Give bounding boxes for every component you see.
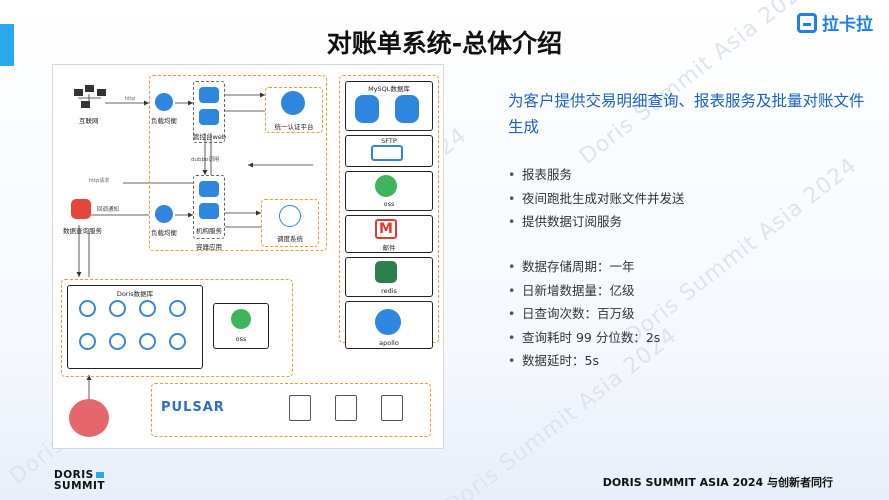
list-item: 数据延时：5s <box>508 349 660 373</box>
cloud-service-icon <box>199 109 219 125</box>
auth-platform-icon <box>281 91 305 115</box>
doris-node-icon <box>139 300 156 317</box>
load-balancer-icon <box>155 205 173 223</box>
sftp-label: SFTP <box>381 137 397 145</box>
cloud-service-icon <box>199 87 219 103</box>
storage-box <box>61 279 293 377</box>
redis-label: redis <box>381 287 397 295</box>
org-service-group <box>193 175 225 239</box>
pulsar-box <box>151 383 431 437</box>
network-computers-icon <box>74 85 106 108</box>
list-item: 日新增数据量：亿级 <box>508 279 660 303</box>
scheduler-icon <box>279 205 301 227</box>
mgmt-web-group <box>193 81 225 143</box>
flink-squirrel-icon <box>69 399 109 437</box>
brand-mark-icon <box>797 12 817 33</box>
metrics-list: 数据存储周期：一年 日新增数据量：亿级 日查询次数：百万级 查询耗时 99 分位… <box>508 255 660 373</box>
logo-dot-icon <box>95 472 104 478</box>
apollo-icon <box>375 309 401 335</box>
topic-doc-icon <box>335 395 357 421</box>
list-item: 日查询次数：百万级 <box>508 302 660 326</box>
load-balancer-icon <box>155 93 173 111</box>
oss-label: oss <box>383 200 395 208</box>
database-icon <box>355 95 379 123</box>
folder-icon <box>371 145 403 161</box>
doris-node-icon <box>109 333 126 350</box>
org-service-label: 机构服务 <box>196 227 222 235</box>
container-app-label: 容器应用 <box>196 243 222 251</box>
http-label: http <box>125 96 136 102</box>
internet-label: 互联网 <box>79 117 99 125</box>
doris-node-icon <box>109 300 126 317</box>
event-tagline: DORIS SUMMIT ASIA 2024 与创新者同行 <box>602 476 833 489</box>
architecture-diagram: 互联网 http 负载均衡 负载均衡 管控台web dubbo调用 机构服务 容… <box>52 64 444 449</box>
doris-db-label: Doris数据库 <box>116 290 154 298</box>
query-service-label: 数据查询服务 <box>63 227 102 235</box>
doris-db-box <box>67 285 203 369</box>
list-item: 提供数据订阅服务 <box>508 210 685 234</box>
query-service-icon <box>71 199 91 219</box>
dubbo-label: dubbo调用 <box>191 157 220 163</box>
doris-node-icon <box>169 333 186 350</box>
mysql-label: MySQL数据库 <box>368 85 410 93</box>
feature-list: 报表服务 夜间跑批生成对账文件并发送 提供数据订阅服务 <box>508 163 685 234</box>
mail-icon: M <box>375 219 397 239</box>
oss-icon <box>231 309 251 329</box>
database-icon <box>395 95 419 123</box>
apollo-label: apollo <box>379 339 399 347</box>
mail-label: 邮件 <box>382 244 396 252</box>
load-balancer-label: 负载均衡 <box>151 229 177 237</box>
mgmt-web-label: 管控台web <box>193 133 226 141</box>
scheduler-box <box>261 199 319 247</box>
app-cluster-box <box>149 75 327 251</box>
accent-bar <box>0 24 14 66</box>
logo-line1: DORIS <box>54 469 94 481</box>
oss-icon <box>375 175 397 197</box>
mail-box <box>345 215 433 253</box>
cloud-service-icon <box>199 181 219 197</box>
uaa-box <box>265 87 323 133</box>
uaa-label: 统一认证平台 <box>274 123 314 131</box>
http-request-label: http请求 <box>89 178 110 184</box>
redis-icon <box>375 261 397 283</box>
oss-inner-label: oss <box>235 335 247 343</box>
brand-logo: 拉卡拉 <box>797 10 873 35</box>
doris-node-icon <box>169 300 186 317</box>
lead-text: 为客户提供交易明细查询、报表服务及批量对账文件生成 <box>508 92 865 136</box>
topic-doc-icon <box>381 395 403 421</box>
pulsar-logo-text: PULSAR <box>161 400 225 415</box>
brand-name: 拉卡拉 <box>822 15 873 35</box>
list-item: 夜间跑批生成对账文件并发送 <box>508 187 685 211</box>
load-balancer-label: 负载均衡 <box>151 117 177 125</box>
topic-doc-icon <box>289 395 311 421</box>
doris-node-icon <box>79 333 96 350</box>
footer: DORIS SUMMIT DORIS SUMMIT ASIA 2024 与创新者… <box>0 462 889 500</box>
connection-lines <box>76 92 313 400</box>
logo-line2: SUMMIT <box>54 480 106 492</box>
doris-node-icon <box>139 333 156 350</box>
doris-node-icon <box>79 300 96 317</box>
list-item: 数据存储周期：一年 <box>508 255 660 279</box>
list-item: 报表服务 <box>508 163 685 187</box>
scheduler-label: 调度系统 <box>277 235 303 243</box>
callback-label: 回调通知 <box>97 207 120 213</box>
page-title: 对账单系统-总体介绍 <box>326 29 563 58</box>
list-item: 查询耗时 99 分位数：2s <box>508 326 660 350</box>
doris-summit-logo: DORIS SUMMIT <box>54 470 105 492</box>
sftp-box <box>345 135 433 167</box>
cloud-service-icon <box>199 203 219 219</box>
